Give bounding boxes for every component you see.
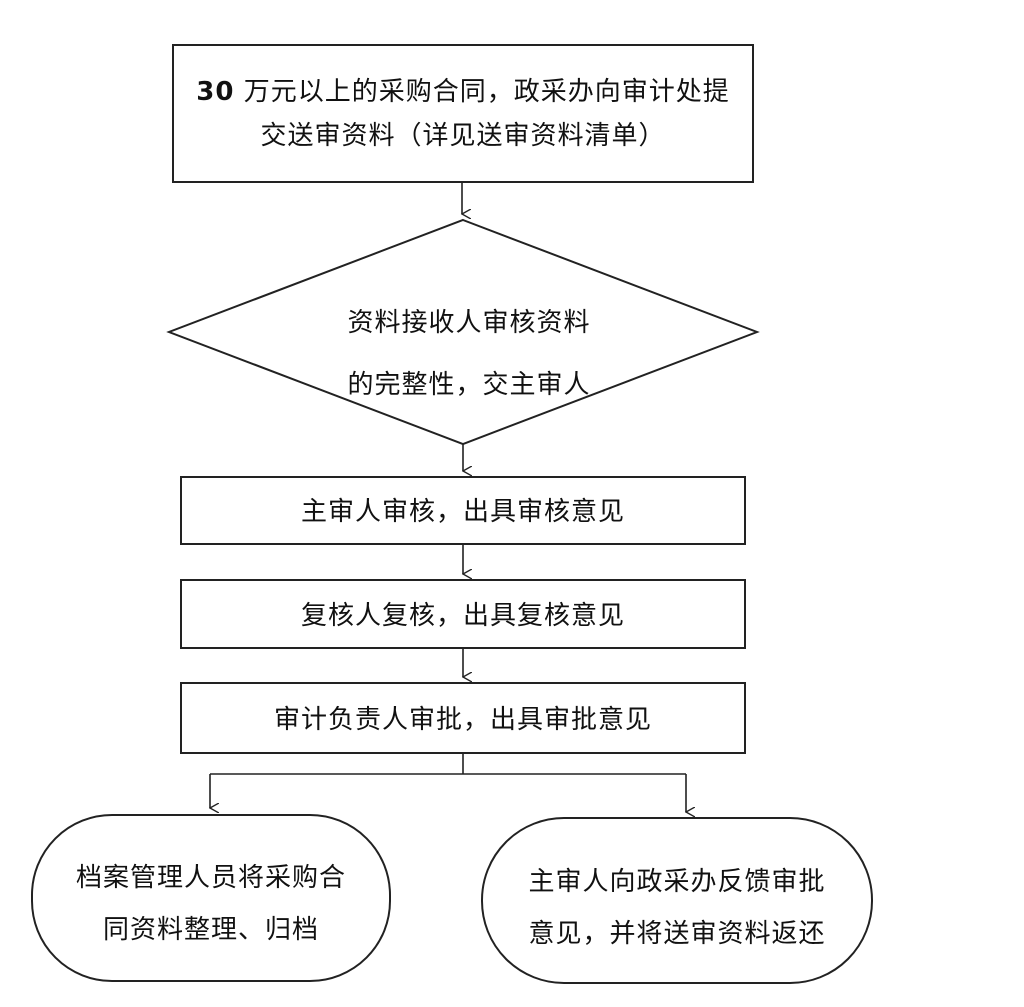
archive-line1: 档案管理人员将采购合 bbox=[75, 863, 346, 893]
amount-label: 30 bbox=[196, 77, 235, 107]
primary-audit-text: 主审人审核，出具审核意见 bbox=[300, 497, 625, 527]
completeness-check-text: 资料接收人审核资料 的完整性，交主审人 bbox=[269, 292, 669, 416]
feedback-line1: 主审人向政采办反馈审批 bbox=[528, 867, 826, 897]
submit-materials-line1: 30 万元以上的采购合同，政采办向审计处提 bbox=[173, 70, 753, 114]
submit-materials-box bbox=[172, 44, 754, 183]
archive-line2: 同资料整理、归档 bbox=[102, 915, 319, 945]
review-text: 复核人复核，出具复核意见 bbox=[300, 601, 625, 631]
feedback-text: 主审人向政采办反馈审批 意见，并将送审资料返还 bbox=[482, 856, 872, 960]
split-connector bbox=[210, 753, 686, 775]
approval-text: 审计负责人审批，出具审批意见 bbox=[273, 705, 652, 735]
archive-text: 档案管理人员将采购合 同资料整理、归档 bbox=[32, 852, 390, 956]
submit-materials-line1-rest: 万元以上的采购合同，政采办向审计处提 bbox=[234, 77, 730, 107]
submit-materials-text: 30 万元以上的采购合同，政采办向审计处提 交送审资料（详见送审资料清单） bbox=[173, 70, 753, 158]
archive-terminal bbox=[31, 814, 391, 982]
feedback-terminal bbox=[481, 817, 873, 984]
completeness-check-line2: 的完整性，交主审人 bbox=[347, 370, 591, 400]
feedback-line2: 意见，并将送审资料返还 bbox=[528, 919, 826, 949]
submit-materials-line2: 交送审资料（详见送审资料清单） bbox=[260, 121, 666, 151]
completeness-check-line1: 资料接收人审核资料 bbox=[347, 308, 591, 338]
